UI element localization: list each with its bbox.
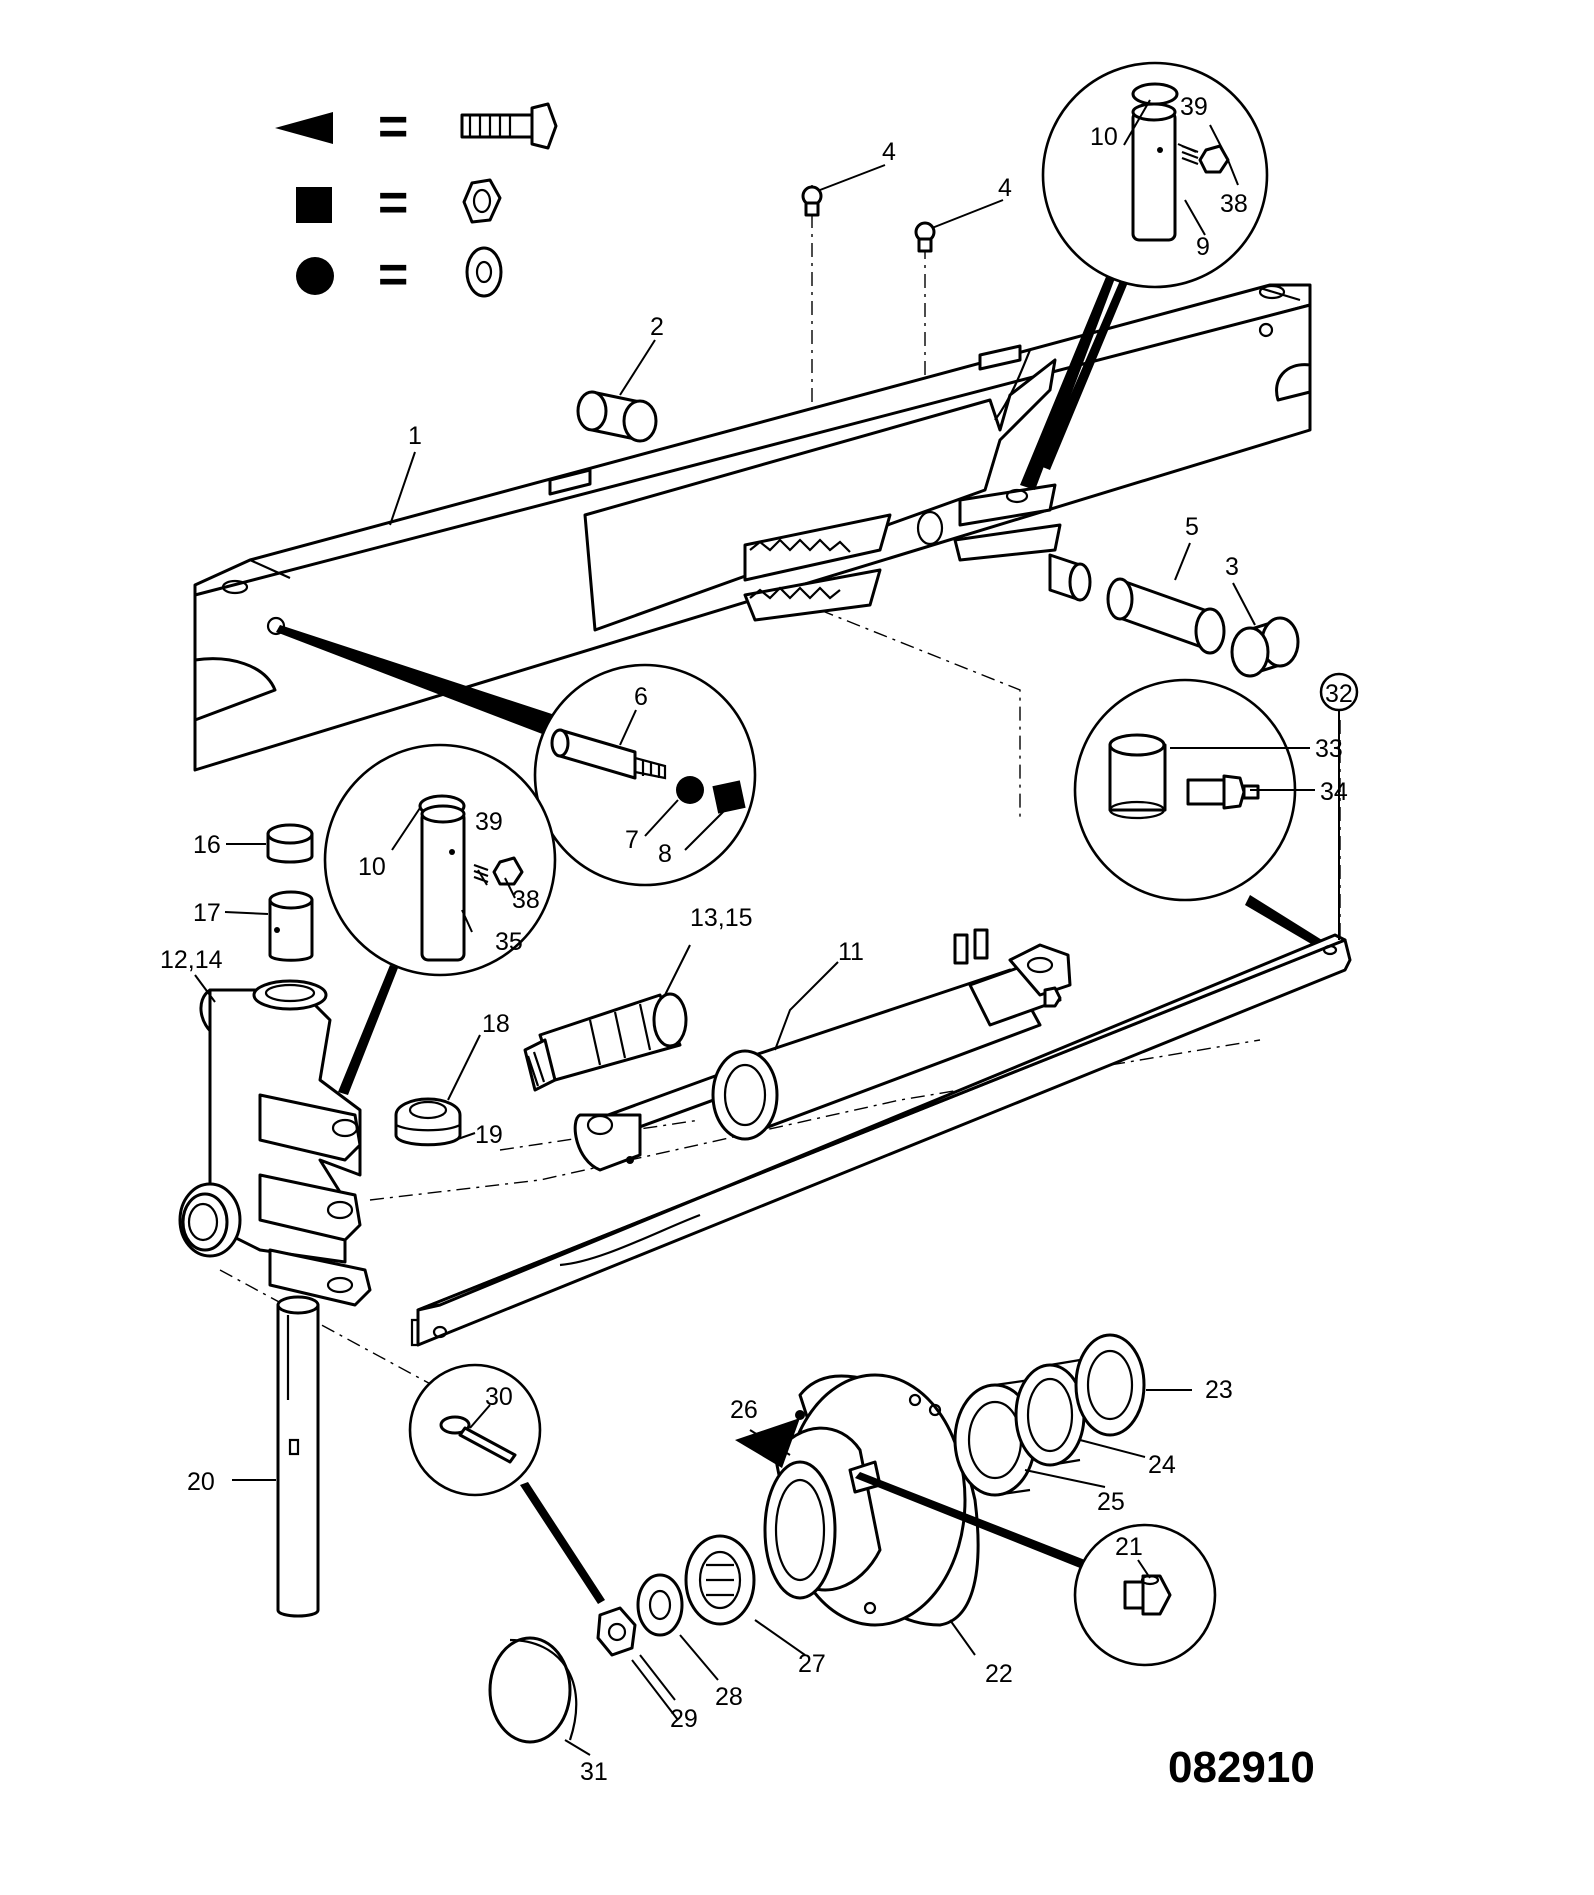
- callout-17: 17: [193, 899, 221, 927]
- callout-4-second: 4: [998, 174, 1012, 202]
- part-28-washer: [636, 1573, 684, 1637]
- callout-16: 16: [193, 831, 221, 859]
- part-17-bush: [268, 890, 314, 962]
- legend-equals-1: =: [378, 98, 408, 156]
- part-2-bush: [576, 390, 658, 443]
- callout-3: 3: [1225, 553, 1239, 581]
- legend-washer-icon: [465, 246, 503, 298]
- legend: = = =: [275, 98, 558, 304]
- callout-2: 2: [650, 313, 664, 341]
- callout-24: 24: [1148, 1451, 1176, 1479]
- part-23-seal: [1074, 1333, 1146, 1437]
- callout-22: 22: [985, 1660, 1013, 1688]
- callout-33: 33: [1315, 735, 1343, 763]
- legend-equals-2: =: [378, 174, 408, 232]
- callout-6: 6: [634, 683, 648, 711]
- pivot-bracket: [583, 349, 1062, 632]
- callout-30: 30: [485, 1383, 513, 1411]
- callout-35: 35: [495, 928, 523, 956]
- legend-triangle-symbol: [275, 112, 333, 144]
- callout-19: 19: [475, 1121, 503, 1149]
- callout-7: 7: [625, 826, 639, 854]
- part-11-hydraulic-cylinder: [573, 928, 1072, 1172]
- detail-circle-split-pin: [408, 1363, 605, 1604]
- part-12-14-stub-axle-housing: [178, 979, 372, 1307]
- part-16-bush: [266, 823, 314, 864]
- callout-23: 23: [1205, 1376, 1233, 1404]
- callout-39-left: 39: [475, 808, 503, 836]
- callout-12-14: 12,14: [160, 946, 223, 974]
- part-29-castle-nut: [596, 1606, 637, 1657]
- callout-31: 31: [580, 1758, 608, 1786]
- callout-29: 29: [670, 1705, 698, 1733]
- callout-5: 5: [1185, 513, 1199, 541]
- legend-equals-3: =: [378, 246, 408, 304]
- callout-18: 18: [482, 1010, 510, 1038]
- part-22-wheel-hub: [763, 1373, 980, 1627]
- part-27-bearing: [684, 1534, 756, 1626]
- callout-26-arrow: [735, 1418, 800, 1468]
- part-24-bearing-cup: [1014, 1358, 1086, 1467]
- part-32-tie-bar: [410, 933, 1352, 1347]
- callout-28: 28: [715, 1683, 743, 1711]
- callout-21: 21: [1115, 1533, 1143, 1561]
- legend-circle-symbol: [296, 257, 334, 295]
- callout-34: 34: [1320, 778, 1348, 806]
- callout-labels: 1 2 3 4 4 5 6 7 8 9 10 10 11 12,14 13,15…: [160, 93, 1359, 1786]
- callout-39-top: 39: [1180, 93, 1208, 121]
- drawing-number: 082910: [1168, 1743, 1315, 1792]
- part-18-19-seal: [394, 1097, 462, 1147]
- callout-9: 9: [1196, 233, 1210, 261]
- part-20-king-pin: [276, 1295, 320, 1618]
- callout-11: 11: [838, 938, 864, 966]
- callout-26: 26: [730, 1396, 758, 1424]
- part-3-bush: [1230, 616, 1300, 678]
- detail-circle-king-pin: [323, 743, 557, 1095]
- callout-38-top: 38: [1220, 190, 1248, 218]
- detail-circle-hub-nipple: [855, 1472, 1217, 1667]
- legend-square-symbol: [296, 187, 332, 223]
- callout-10-top: 10: [1090, 123, 1118, 151]
- legend-bolt-icon: [460, 102, 558, 150]
- leader-lines: [194, 99, 1340, 1756]
- part-31-hub-cap: [488, 1636, 578, 1744]
- callout-25: 25: [1097, 1488, 1125, 1516]
- svg-text:32: 32: [1325, 680, 1353, 708]
- callout-38-left: 38: [512, 886, 540, 914]
- callout-1: 1: [408, 422, 422, 450]
- callout-20: 20: [187, 1468, 215, 1496]
- detail-circle-pivot-pin: [276, 625, 757, 887]
- detail-circle-grease-fitting: [1073, 678, 1330, 952]
- part-5-pin: [1048, 553, 1226, 655]
- callout-27: 27: [798, 1650, 826, 1678]
- callout-13-15: 13,15: [690, 904, 753, 932]
- callout-10-left: 10: [358, 853, 386, 881]
- detail-circle-top-pin: [1020, 61, 1269, 490]
- callout-8: 8: [658, 840, 672, 868]
- callout-4-first: 4: [882, 138, 896, 166]
- part-4-grease-nipples: [801, 185, 936, 253]
- callout-32-circled: 32: [1319, 672, 1359, 712]
- legend-nut-icon: [462, 178, 502, 224]
- part-13-15-end-fitting: [523, 992, 688, 1092]
